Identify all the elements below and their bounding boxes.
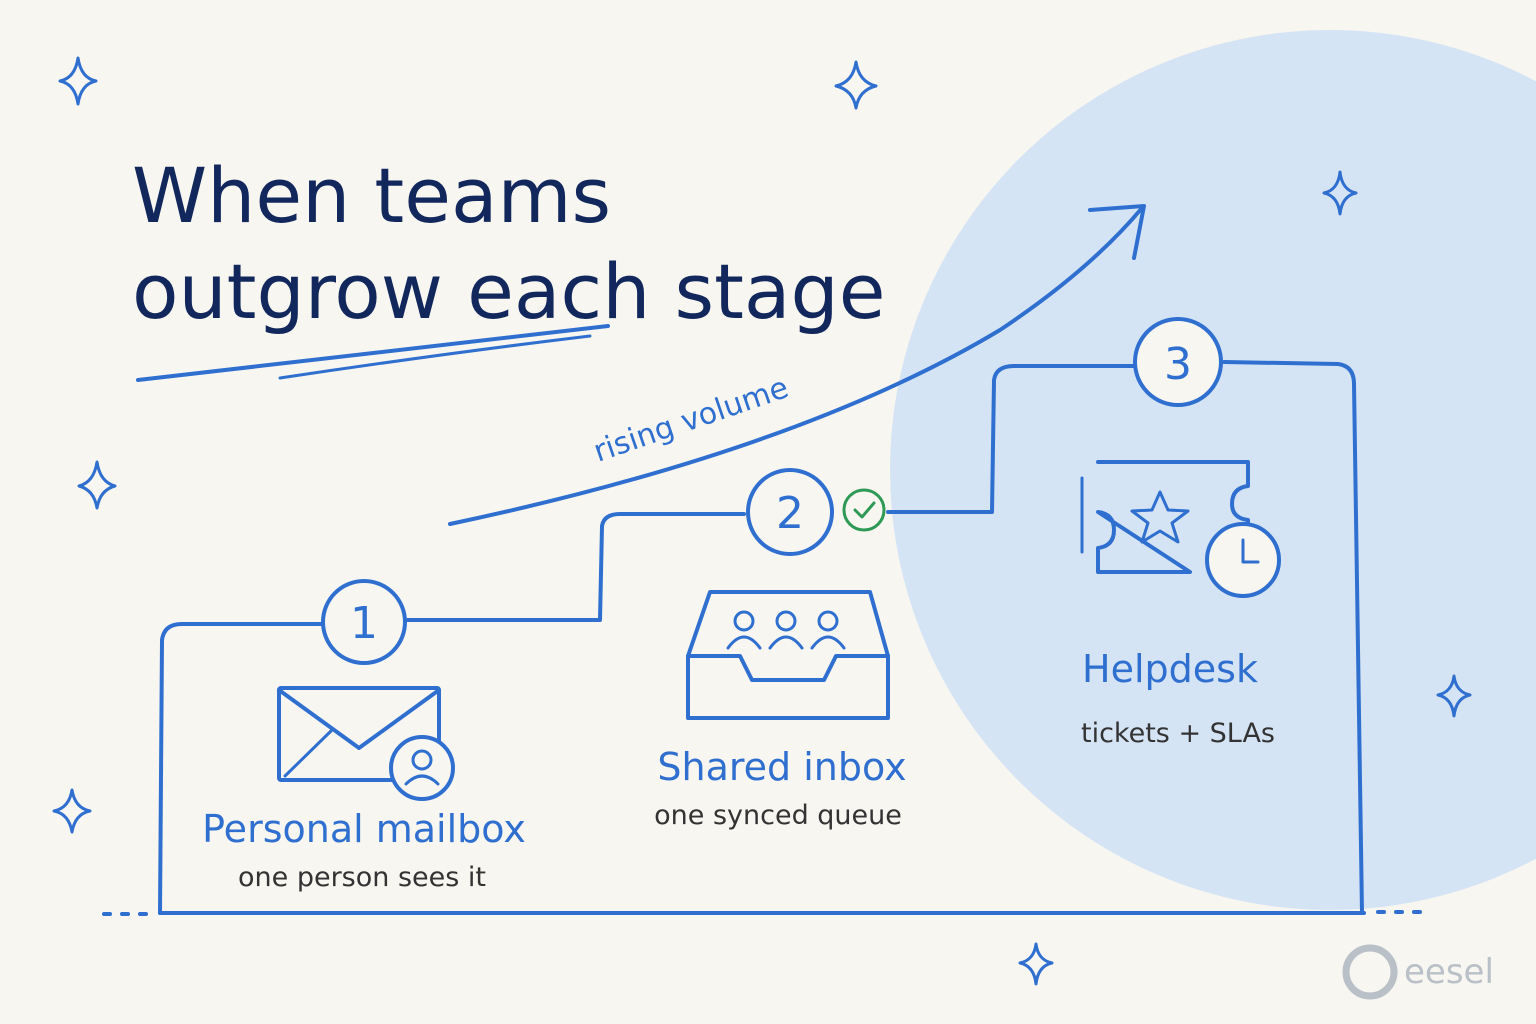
title-underline [136, 324, 610, 382]
trend-label: rising volume [589, 370, 793, 469]
stage-3-number: 3 [1164, 339, 1192, 390]
sparkle-icon [1322, 170, 1358, 216]
ticket-clock-icon [1080, 460, 1281, 598]
stage-2-number-badge [746, 468, 834, 556]
background-circle [890, 30, 1536, 910]
stage-2-description: one synced queue [654, 800, 902, 831]
check-circle-icon [842, 488, 886, 532]
sparkle-icon [52, 788, 92, 834]
stage-3-description: tickets + SLAs [1081, 718, 1275, 749]
rising-arrow [448, 204, 1146, 526]
stage-1-description: one person sees it [238, 862, 486, 893]
stage-2: 2 Shared inbox one synced queue [654, 468, 907, 831]
stage-1-name: Personal mailbox [202, 807, 526, 851]
sparkle-icon [58, 56, 98, 106]
sparkle-icon [834, 60, 878, 110]
title-line-2: outgrow each stage [132, 247, 886, 336]
brand-logo: eesel [1342, 944, 1494, 1000]
stage-1-number-badge [321, 579, 407, 665]
stage-3-name: Helpdesk [1082, 647, 1258, 691]
stage-3-number-badge [1133, 317, 1223, 407]
sparkle-icon [1018, 942, 1054, 986]
sparkle-icons [52, 56, 1472, 986]
stage-1: 1 Personal mailbox one person sees it [202, 579, 526, 893]
staircase-outline [158, 360, 1364, 915]
sparkle-icon [77, 460, 117, 510]
stage-2-name: Shared inbox [657, 745, 906, 789]
eesel-logo-icon [1342, 944, 1398, 1000]
title-line-1: When teams [132, 151, 611, 240]
stage-3: 3 Helpdesk tickets + SLAs [1080, 317, 1281, 749]
shared-inbox-tray-icon [686, 590, 890, 720]
sparkle-icon [1436, 674, 1472, 718]
stage-2-number: 2 [776, 488, 804, 539]
brand-logo-text: eesel [1404, 952, 1494, 992]
envelope-user-icon [277, 686, 455, 801]
stage-1-number: 1 [350, 598, 378, 649]
